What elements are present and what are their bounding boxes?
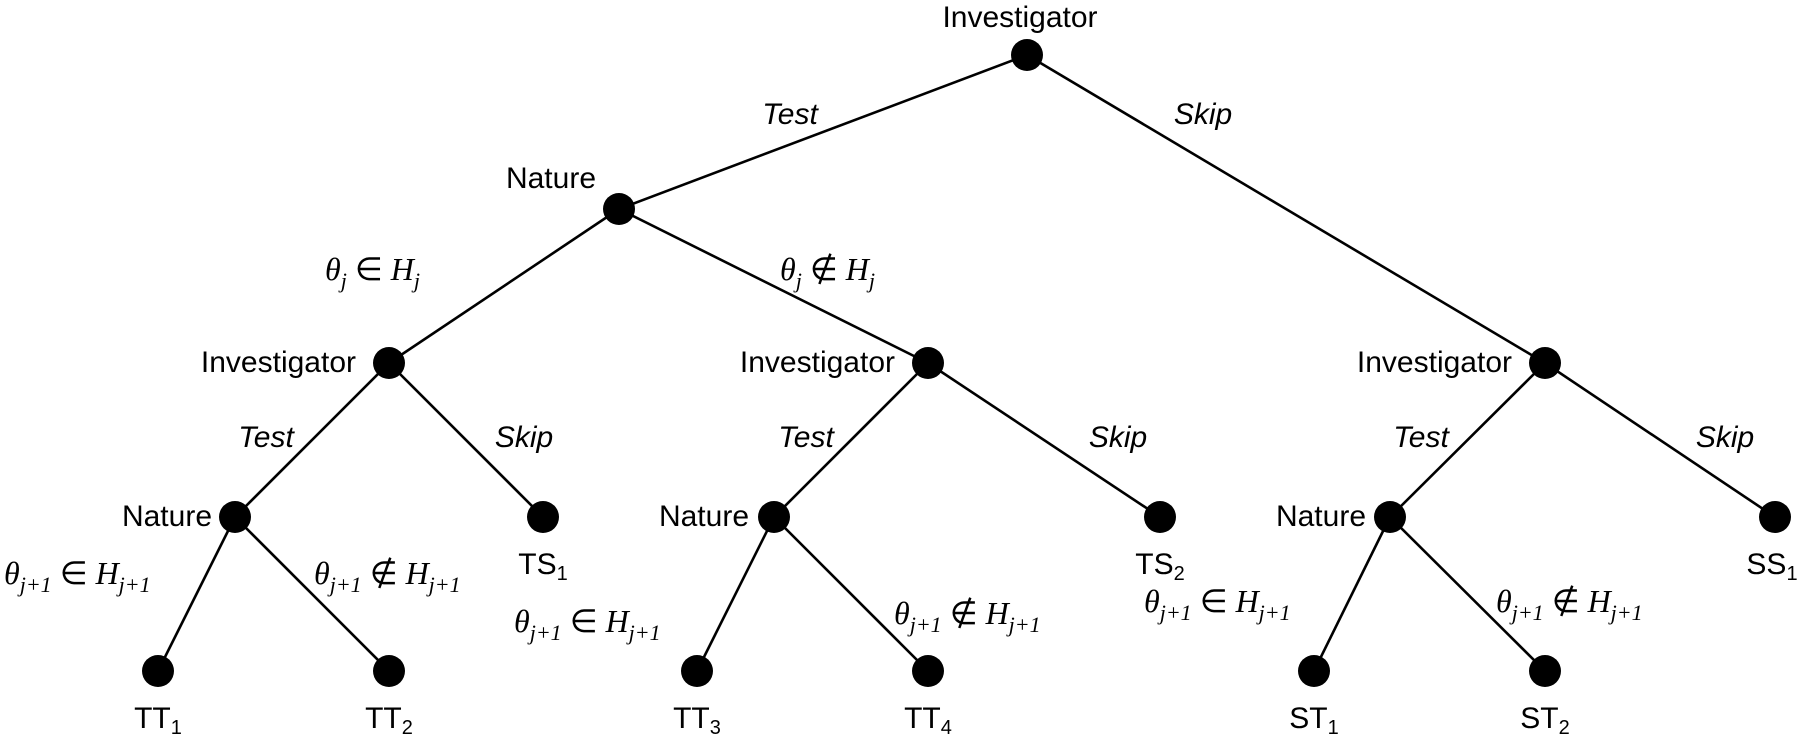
leaf-label-st1: ST1 <box>1289 702 1338 739</box>
label-investigator-right: Investigator <box>1357 346 1512 379</box>
node-leaf-tt2 <box>373 655 405 687</box>
label-nature-right: Nature <box>1276 500 1366 533</box>
edge-root-test <box>618 53 1028 211</box>
outcome-mid-notin: θj+1∉Hj+1 <box>894 595 1041 637</box>
edge-nature-notin <box>618 207 929 365</box>
action-skip-left: Skip <box>495 421 553 454</box>
outcome-left-notin: θj+1∉Hj+1 <box>314 555 461 597</box>
node-leaf-st2 <box>1529 655 1561 687</box>
edge-natmid-notin <box>773 516 929 672</box>
label-root-investigator: Investigator <box>942 1 1097 34</box>
tree-edges <box>156 53 1776 672</box>
edge-natright-notin <box>1389 516 1546 672</box>
node-investigator-mid <box>912 347 944 379</box>
node-investigator-right <box>1529 347 1561 379</box>
label-investigator-mid: Investigator <box>740 346 895 379</box>
node-nature-right <box>1374 501 1406 533</box>
edge-ileft-skip <box>388 362 544 518</box>
player-labels: Investigator Nature Investigator Investi… <box>122 1 1512 533</box>
node-nature-left <box>219 501 251 533</box>
outcome-right-notin: θj+1∉Hj+1 <box>1496 583 1643 625</box>
leaf-label-ss1: SS1 <box>1746 548 1797 585</box>
outcome-mid-in: θj+1∈Hj+1 <box>514 603 661 645</box>
edge-natmid-in <box>695 516 776 672</box>
action-labels: Test Skip Test Skip Test Skip Test Skip <box>238 98 1754 454</box>
leaf-label-ts2: TS2 <box>1135 548 1184 585</box>
label-nature-1: Nature <box>506 162 596 195</box>
edge-natright-in <box>1312 516 1392 672</box>
label-nature-left: Nature <box>122 500 212 533</box>
edge-imid-skip <box>927 361 1161 519</box>
outcome-theta-j-in-Hj: θj∈Hj <box>325 251 420 293</box>
action-test-root: Test <box>762 98 819 131</box>
edge-nature-in <box>388 207 620 365</box>
leaf-label-tt3: TT3 <box>673 702 721 739</box>
edge-natleft-notin <box>234 516 390 672</box>
leaf-label-tt4: TT4 <box>904 702 952 739</box>
label-nature-mid: Nature <box>659 500 749 533</box>
node-leaf-st1 <box>1298 655 1330 687</box>
action-test-right: Test <box>1393 421 1450 454</box>
outcome-theta-j-notin-Hj: θj∉Hj <box>780 251 875 293</box>
edge-imid-test <box>773 362 929 518</box>
action-test-mid: Test <box>778 421 835 454</box>
node-leaf-tt4 <box>912 655 944 687</box>
node-nature-1 <box>603 193 635 225</box>
leaf-labels: TT1 TT2 TS1 TT3 TT4 TS2 ST1 ST2 SS1 <box>134 548 1797 739</box>
action-skip-mid: Skip <box>1089 421 1147 454</box>
outcome-left-in: θj+1∈Hj+1 <box>4 555 151 597</box>
edge-iright-test <box>1389 362 1546 518</box>
edge-natleft-in <box>156 516 237 672</box>
leaf-label-st2: ST2 <box>1520 702 1569 739</box>
label-investigator-left: Investigator <box>201 346 356 379</box>
outcome-labels: θj∈Hj θj∉Hj θj+1∈Hj+1 θj+1∉Hj+1 θj+1∈Hj+… <box>4 251 1643 645</box>
node-leaf-ts2 <box>1144 501 1176 533</box>
leaf-label-tt1: TT1 <box>134 702 182 739</box>
edge-iright-skip <box>1544 361 1776 519</box>
action-test-left: Test <box>238 421 295 454</box>
action-skip-root: Skip <box>1174 98 1232 131</box>
node-leaf-ts1 <box>527 501 559 533</box>
edge-ileft-test <box>234 362 390 518</box>
node-leaf-tt1 <box>142 655 174 687</box>
node-leaf-ss1 <box>1759 501 1791 533</box>
leaf-label-ts1: TS1 <box>518 548 567 585</box>
node-nature-mid <box>758 501 790 533</box>
node-leaf-tt3 <box>681 655 713 687</box>
node-investigator-left <box>373 347 405 379</box>
outcome-right-in: θj+1∈Hj+1 <box>1144 583 1291 625</box>
edge-root-skip <box>1026 53 1546 365</box>
leaf-label-tt2: TT2 <box>365 702 413 739</box>
tree-nodes <box>142 39 1791 687</box>
action-skip-right: Skip <box>1696 421 1754 454</box>
node-root <box>1011 39 1043 71</box>
